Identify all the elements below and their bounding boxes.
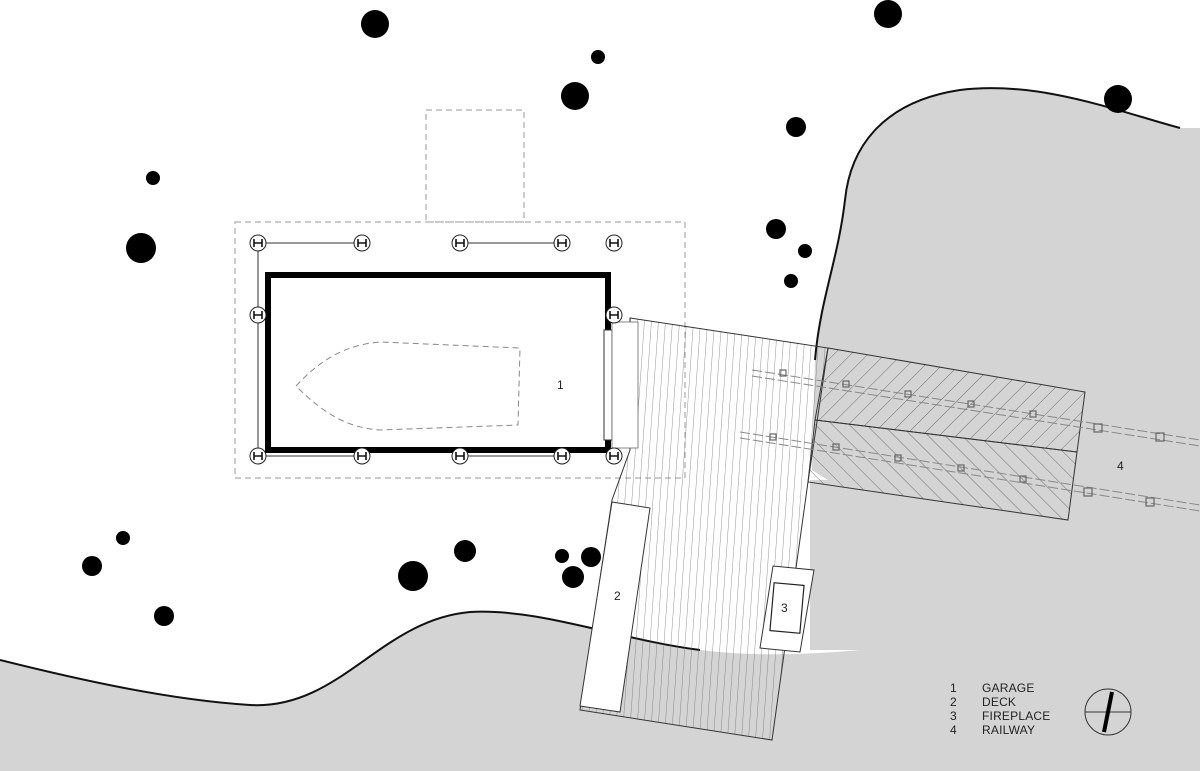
cables <box>257 242 564 457</box>
legend: 1 GARAGE 2 DECK 3 FIREPLACE 4 RAILWAY <box>950 681 1051 737</box>
label-garage: 1 <box>557 378 564 392</box>
garage-walls <box>265 272 611 453</box>
label-deck: 2 <box>614 589 621 603</box>
railway-lower <box>807 419 1078 521</box>
legend-text: DECK <box>982 695 1017 709</box>
legend-item: 3 FIREPLACE <box>950 709 1051 723</box>
legend-number: 1 <box>950 681 957 695</box>
legend-item: 2 DECK <box>950 695 1051 709</box>
legend-number: 4 <box>950 723 957 737</box>
tree-icon <box>82 0 1132 626</box>
legend-item: 4 RAILWAY <box>950 723 1051 737</box>
legend-text: RAILWAY <box>982 723 1036 737</box>
garage-door <box>603 329 613 441</box>
shoreline-right <box>814 87 1181 361</box>
shoreline-bottom <box>0 610 701 707</box>
rail-ties <box>769 369 1165 507</box>
rail-upper <box>751 369 1200 441</box>
deck-bench <box>579 501 651 713</box>
label-railway: 4 <box>1117 459 1124 473</box>
rail-upper-2 <box>751 375 1200 447</box>
legend-number: 2 <box>950 695 957 709</box>
fireplace-inner <box>769 582 805 634</box>
north-arrow-icon <box>1084 688 1132 736</box>
legend-text: FIREPLACE <box>982 709 1051 723</box>
driveway-outline <box>425 109 525 223</box>
boat-outline <box>295 341 521 431</box>
legend-number: 3 <box>950 709 957 723</box>
label-fireplace: 3 <box>781 601 788 615</box>
legend-item: 1 GARAGE <box>950 681 1051 695</box>
garage-step <box>611 321 639 449</box>
legend-text: GARAGE <box>982 681 1035 695</box>
column-h-marks <box>253 239 619 460</box>
